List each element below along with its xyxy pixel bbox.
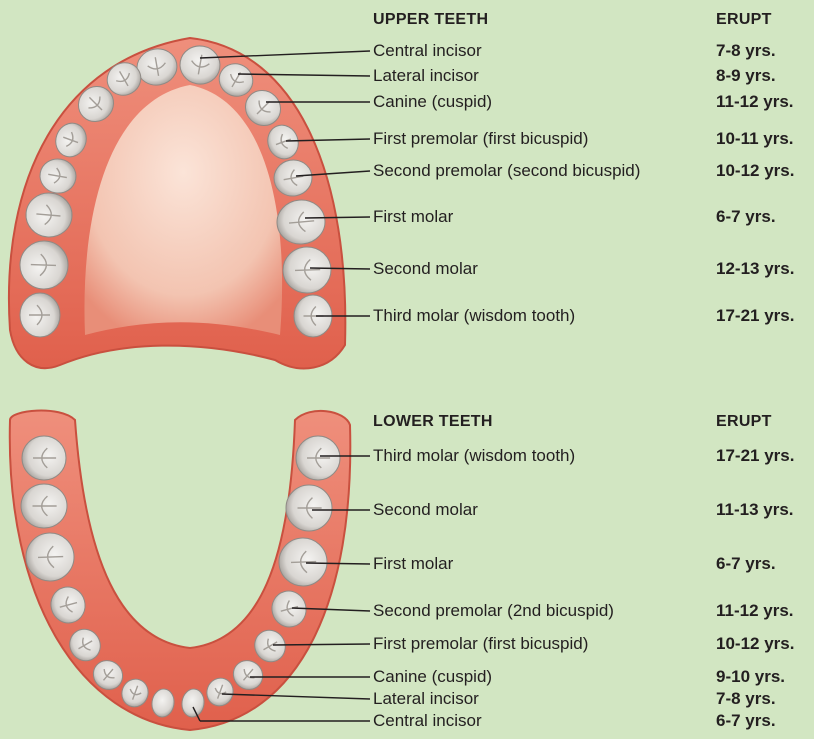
lower-erupt-age: 11-13 yrs.: [716, 500, 794, 520]
lower-arch: [10, 411, 351, 730]
upper-tooth-name: First premolar (first bicuspid): [373, 129, 588, 149]
upper-tooth-name: Lateral incisor: [373, 66, 479, 86]
upper-erupt-age: 7-8 yrs.: [716, 41, 776, 61]
upper-tooth-name: Central incisor: [373, 41, 482, 61]
leader-line: [305, 217, 370, 218]
lower-erupt-header: ERUPT: [716, 412, 772, 432]
lower-tooth: [22, 436, 66, 480]
upper-erupt-age: 12-13 yrs.: [716, 259, 794, 279]
lower-tooth: [21, 484, 67, 528]
leader-line: [273, 644, 370, 645]
lower-tooth: [296, 436, 340, 480]
lower-tooth-name: First molar: [373, 554, 453, 574]
leader-line: [310, 268, 370, 269]
lower-erupt-age: 17-21 yrs.: [716, 446, 794, 466]
lower-tooth-name: Third molar (wisdom tooth): [373, 446, 575, 466]
leader-line: [306, 563, 370, 564]
upper-tooth-name: Canine (cuspid): [373, 92, 492, 112]
lower-erupt-age: 11-12 yrs.: [716, 601, 794, 621]
lower-tooth-name: First premolar (first bicuspid): [373, 634, 588, 654]
lower-erupt-age: 6-7 yrs.: [716, 554, 776, 574]
lower-erupt-age: 7-8 yrs.: [716, 689, 776, 709]
lower-tooth-name: Second premolar (2nd bicuspid): [373, 601, 614, 621]
lower-erupt-age: 9-10 yrs.: [716, 667, 785, 687]
upper-erupt-age: 17-21 yrs.: [716, 306, 794, 326]
upper-tooth: [20, 293, 60, 337]
lower-erupt-age: 6-7 yrs.: [716, 711, 776, 731]
upper-arch: [9, 38, 345, 368]
lower-tooth: [286, 485, 332, 531]
lower-tooth-name: Second molar: [373, 500, 478, 520]
lower-tooth-name: Canine (cuspid): [373, 667, 492, 687]
upper-tooth-name: Second molar: [373, 259, 478, 279]
upper-erupt-age: 8-9 yrs.: [716, 66, 776, 86]
lower-tooth-name: Central incisor: [373, 711, 482, 731]
upper-erupt-age: 11-12 yrs.: [716, 92, 794, 112]
upper-erupt-age: 10-11 yrs.: [716, 129, 794, 149]
upper-erupt-header: ERUPT: [716, 10, 772, 30]
upper-erupt-age: 10-12 yrs.: [716, 161, 794, 181]
upper-tooth-name: First molar: [373, 207, 453, 227]
lower-tooth-name: Lateral incisor: [373, 689, 479, 709]
upper-teeth-header: UPPER TEETH: [373, 10, 488, 30]
upper-tooth-name: Third molar (wisdom tooth): [373, 306, 575, 326]
lower-teeth-header: LOWER TEETH: [373, 412, 493, 432]
upper-tooth-name: Second premolar (second bicuspid): [373, 161, 640, 181]
upper-erupt-age: 6-7 yrs.: [716, 207, 776, 227]
lower-erupt-age: 10-12 yrs.: [716, 634, 794, 654]
